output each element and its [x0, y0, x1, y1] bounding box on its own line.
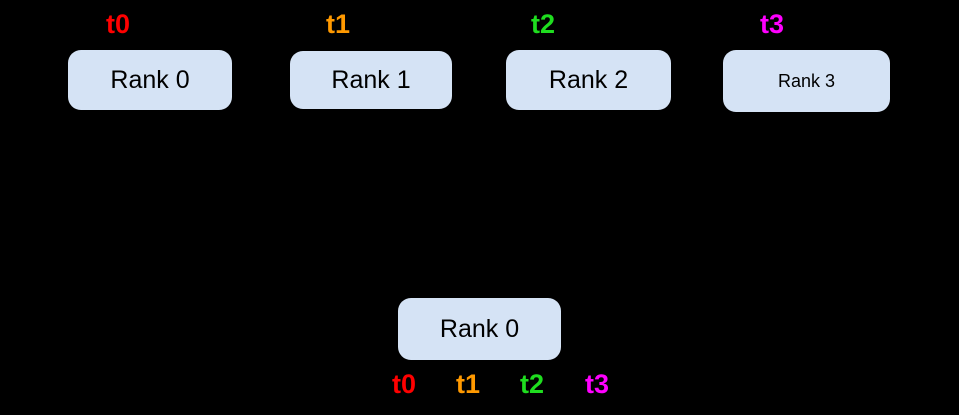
rank-box-1: Rank 1 — [290, 51, 452, 109]
rank-box-2-label: Rank 2 — [548, 65, 629, 94]
thread-label-t0-top: t0 — [106, 9, 131, 39]
rank-box-1-label: Rank 1 — [331, 65, 411, 94]
rank-box-bottom-label: Rank 0 — [439, 314, 520, 343]
rank-box-0: Rank 0 — [68, 50, 232, 110]
thread-label-t3-top: t3 — [760, 9, 785, 39]
rank-box-3: Rank 3 — [723, 50, 890, 112]
thread-label-t3-bottom: t3 — [585, 369, 610, 399]
thread-label-t1-top: t1 — [326, 9, 351, 39]
thread-label-t0-bottom: t0 — [392, 369, 417, 399]
thread-label-t2-top: t2 — [531, 9, 556, 39]
rank-box-0-label: Rank 0 — [110, 65, 190, 94]
rank-box-3-label: Rank 3 — [777, 71, 836, 91]
rank-box-bottom: Rank 0 — [398, 298, 561, 360]
thread-label-t1-bottom: t1 — [456, 369, 481, 399]
thread-label-t2-bottom: t2 — [520, 369, 545, 399]
rank-box-2: Rank 2 — [506, 50, 671, 110]
